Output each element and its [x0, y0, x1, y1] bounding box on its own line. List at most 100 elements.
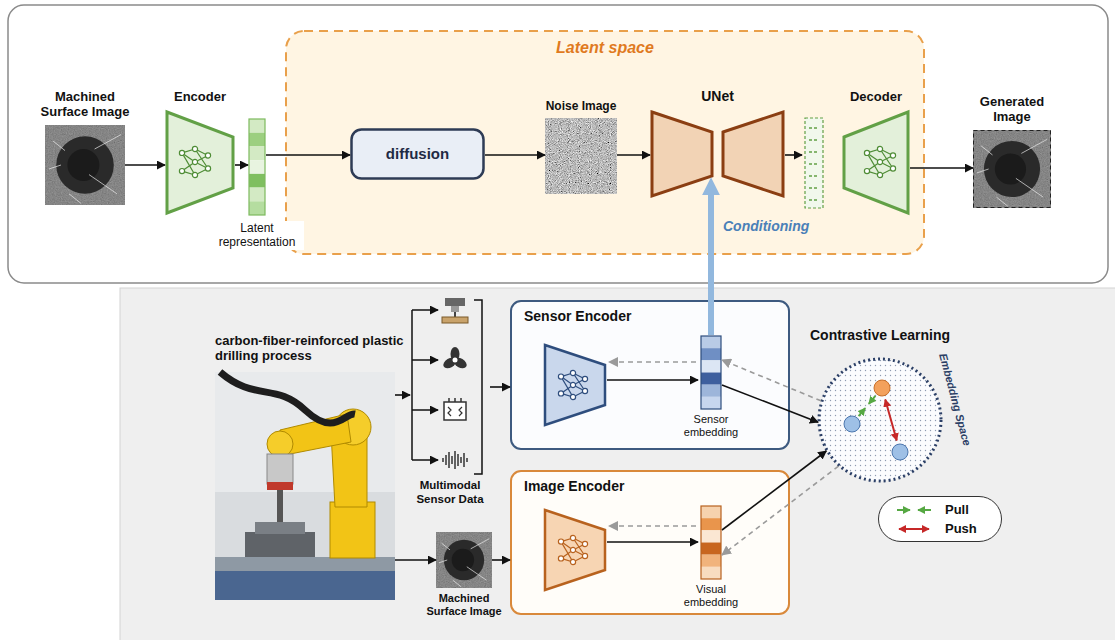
vector-dash [809, 175, 819, 177]
drill-head [445, 298, 465, 306]
node-shape [818, 358, 942, 482]
surface-image: Machined Surface Image [45, 125, 125, 205]
gradient-arrow [609, 525, 696, 527]
node-shape [165, 110, 235, 215]
spindle-ring [267, 482, 293, 490]
node-label: Latent representation [210, 221, 304, 250]
node-label: Machined Surface Image [35, 89, 135, 120]
branch-line [411, 310, 413, 460]
pull-arrow [869, 396, 876, 404]
network-dot [890, 166, 895, 171]
network-icon [864, 146, 895, 177]
vector-cell [701, 567, 721, 579]
node-shape [700, 335, 722, 410]
network-icon [179, 146, 210, 177]
vector-cell [701, 336, 721, 348]
node-label: Noise Image [546, 99, 617, 113]
embedding-space-circle: Contrastive LearningEmbedding Space [818, 358, 942, 482]
fiber-streak [69, 194, 81, 204]
flow-arrow [607, 379, 698, 381]
surface-base [436, 532, 492, 588]
workpiece [255, 522, 305, 534]
network-dot [570, 547, 575, 552]
sensor-icons: Multimodal Sensor Data [410, 298, 490, 476]
spindle [267, 454, 293, 484]
flow-arrow [607, 541, 698, 543]
sound-bar [466, 458, 468, 462]
top-panel [8, 5, 1108, 283]
embedding-point [874, 380, 890, 396]
vector-cell [249, 188, 265, 202]
vector-outline [249, 119, 265, 215]
network-dot [570, 370, 575, 375]
vector-cell [249, 146, 265, 160]
network-dot [877, 146, 882, 151]
network-dot [192, 146, 197, 151]
flow-arrow [490, 386, 510, 388]
embedding-vector: Sensor embedding [700, 335, 722, 410]
network-dot [205, 153, 210, 158]
encoder-panel: Image EncoderVisual embedding [510, 470, 790, 615]
diffusion-box: diffusion [350, 128, 485, 180]
push-sample [899, 528, 929, 530]
drilled-hole-core [995, 153, 1026, 184]
network-dot [570, 559, 575, 564]
vector-outline [701, 506, 721, 579]
noise-base [545, 118, 617, 194]
sound-bar [457, 454, 459, 466]
drilled-hole-core [67, 149, 99, 181]
surface-base [973, 130, 1051, 208]
node-shape [700, 505, 722, 580]
node-label: Sensor Encoder [524, 308, 631, 325]
robot-wrist [267, 431, 293, 457]
fiber-streak [996, 197, 1008, 206]
network-dot [179, 169, 184, 174]
vector-cell [701, 348, 721, 360]
encoder-trapezoid [545, 345, 605, 425]
fiber-streak [442, 543, 450, 550]
transformer-coil [448, 407, 462, 416]
gradient-arrow [609, 361, 696, 363]
node-label: Contrastive Learning [810, 327, 950, 344]
encoder-trapezoid [167, 112, 233, 213]
node-label: Generated Image [962, 94, 1062, 125]
network-dot [179, 150, 184, 155]
transformer-terminals [449, 398, 461, 402]
push-arrow [885, 400, 897, 441]
vector-cell [701, 518, 721, 530]
node-shape [248, 118, 266, 216]
photo-wall [215, 372, 395, 492]
drill-chuck [451, 306, 459, 312]
panel-border [511, 301, 789, 449]
unet-half [652, 112, 712, 196]
flow-arrow [785, 154, 802, 156]
embedding-space [819, 359, 941, 481]
node-shape [285, 30, 925, 255]
vector-dash [809, 127, 819, 129]
noise-image: Noise Image [545, 118, 617, 194]
vector-dash [809, 163, 819, 165]
drill-plate [442, 317, 468, 323]
noise-pixels [545, 118, 617, 194]
pull-sample [897, 509, 910, 511]
network-link [880, 149, 893, 169]
image-border [974, 131, 1051, 208]
surface-base [45, 125, 125, 205]
network-dot [570, 535, 575, 540]
fan-hub [453, 358, 458, 363]
node-label: Decoder [850, 89, 902, 105]
sound-bar [442, 458, 444, 462]
fiber-streak [471, 539, 489, 549]
sound-bar [448, 452, 450, 468]
embedding-point [844, 416, 860, 432]
flow-arrow [617, 154, 650, 156]
node-shape [410, 298, 490, 476]
branch-arrow [412, 459, 438, 461]
embedding-vector: Visual embedding [700, 505, 722, 580]
network-dot [582, 376, 587, 381]
network-dot [558, 539, 563, 544]
dashed-region [286, 31, 924, 254]
network-dot [582, 553, 587, 558]
node-label: Sensor embedding [676, 413, 746, 439]
pull-arrow [859, 408, 866, 416]
